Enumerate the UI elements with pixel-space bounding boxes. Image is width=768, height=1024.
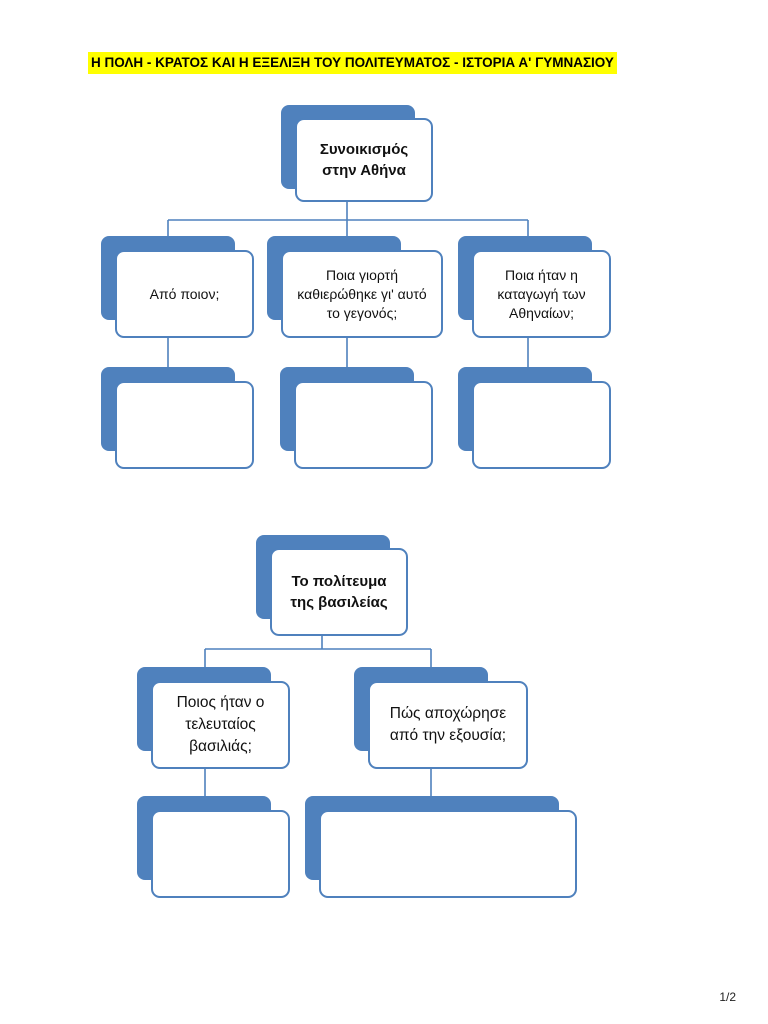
question-label: Ποιος ήταν ο τελευταίος βασιλιάς; [176, 694, 265, 755]
question-label: Πώς αποχώρησε από την εξουσία; [389, 705, 507, 744]
question-label: Από ποιον; [149, 285, 220, 302]
root-label: Συνοικισμός στην Αθήνα [319, 141, 409, 179]
question-label: Ποια γιορτή καθιερώθηκε γι' αυτό το γεγο… [297, 266, 427, 321]
page-number: 1/2 [719, 990, 736, 1004]
root-label: Το πολίτευμα της βασιλείας [290, 573, 388, 611]
document-title: Η ΠΟΛΗ - ΚΡΑΤΟΣ ΚΑΙ Η ΕΞΕΛΙΞΗ ΤΟΥ ΠΟΛΙΤΕ… [88, 52, 617, 74]
question-label: Ποια ήταν η καταγωγή των Αθηναίων; [497, 266, 586, 321]
